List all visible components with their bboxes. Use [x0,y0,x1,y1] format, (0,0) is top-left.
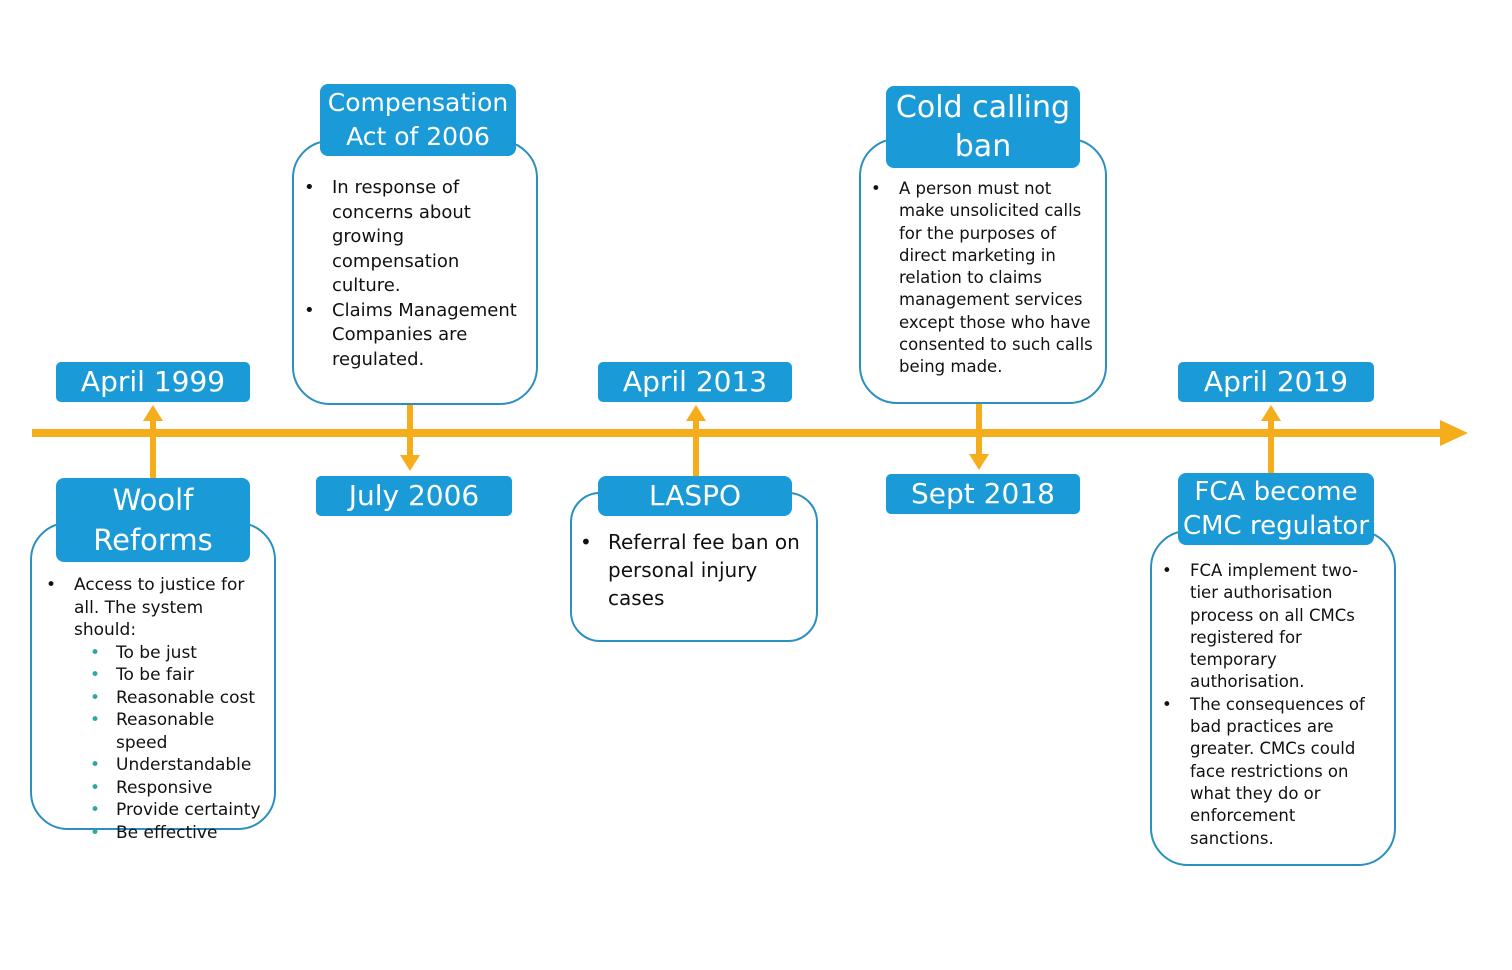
arrow-down-icon [969,454,989,470]
event-title-woolf-reforms: Woolf Reforms [56,478,250,562]
connector-stem [407,405,413,455]
arrow-down-icon [400,455,420,471]
date-label-april-1999: April 1999 [56,362,250,402]
arrow-up-icon [143,405,163,421]
event-title-fca-cmc-regulator: FCA become CMC regulator [1178,473,1374,545]
bullet-item: Claims Management Companies are regulate… [304,299,528,373]
title-line: Act of 2006 [346,122,490,151]
bullet-item: FCA implement two-tier authorisation pro… [1162,560,1384,694]
event-card-woolf-reforms: Access to justice for all. The system sh… [30,522,276,844]
event-card-fca-cmc-regulator: FCA implement two-tier authorisation pro… [1150,530,1396,866]
date-label-april-2019: April 2019 [1178,362,1374,402]
event-title-compensation-act: Compensation Act of 2006 [320,84,516,156]
connector-stem [976,404,982,454]
sub-bullet-item: Provide certainty [90,799,264,822]
event-title-cold-calling-ban: Cold calling ban [886,86,1080,168]
date-label-april-2013: April 2013 [598,362,792,402]
sub-bullet-item: Responsive [90,777,264,800]
bullet-item: Access to justice for all. The system sh… [46,574,264,844]
connector-stem [693,418,699,476]
title-line: Woolf [112,483,194,517]
date-label-july-2006: July 2006 [316,476,512,516]
timeline-axis [32,429,1444,437]
connector-stem [1268,418,1274,474]
sub-bullet-item: Be effective [90,822,264,845]
event-card-laspo: Referral fee ban on personal injury case… [570,492,818,642]
event-card-compensation-act: In response of concerns about growing co… [292,140,538,405]
bullet-item: A person must not make unsolicited calls… [871,178,1097,379]
sub-bullet-item: Understandable [90,754,264,777]
sub-bullet-item: To be just [90,642,264,665]
title-line: FCA become [1194,477,1358,507]
sub-bullet-item: To be fair [90,664,264,687]
event-title-laspo: LASPO [598,476,792,516]
event-card-cold-calling-ban: A person must not make unsolicited calls… [859,138,1107,404]
title-line: Cold calling [895,90,1071,125]
title-line: Compensation [327,88,509,117]
arrow-up-icon [1261,405,1281,421]
bullet-item: In response of concerns about growing co… [304,176,528,299]
title-line: CMC regulator [1182,511,1370,541]
connector-stem [150,418,156,478]
date-label-sept-2018: Sept 2018 [886,474,1080,514]
sub-bullet-item: Reasonable speed [90,709,264,754]
sub-bullet-item: Reasonable cost [90,687,264,710]
title-line: Reforms [93,523,213,557]
bullet-item: The consequences of bad practices are gr… [1162,694,1384,850]
bullet-text: Access to justice for all. The system sh… [74,575,245,640]
arrow-up-icon [686,405,706,421]
timeline-arrowhead-icon [1440,420,1468,446]
bullet-item: Referral fee ban on personal injury case… [580,528,808,612]
title-line: ban [954,129,1012,164]
